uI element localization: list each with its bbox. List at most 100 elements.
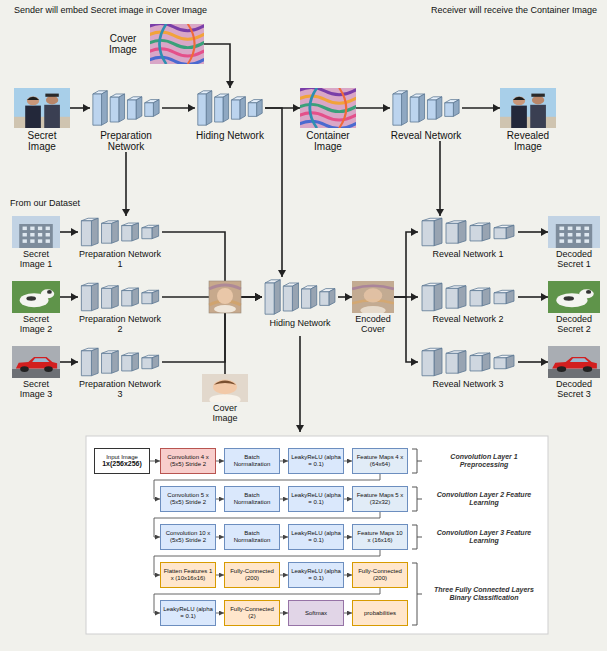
- bracket: [412, 563, 422, 625]
- picture-part: [513, 96, 525, 105]
- picture-part: [30, 227, 34, 231]
- bracket-label: Convolution Layer 3 Feature Learning: [428, 529, 540, 546]
- picture-part: [14, 88, 70, 128]
- image-face: [217, 288, 233, 304]
- thumbnail: [390, 88, 462, 128]
- picture-part: [102, 91, 108, 125]
- thumbnail: [195, 88, 265, 128]
- picture-part: [320, 292, 329, 306]
- layer-box: Input Image1x(256x256): [94, 448, 150, 474]
- picture-part: [300, 121, 356, 128]
- box-content: Convolution 5 x (5x5) Stride 2: [163, 492, 213, 506]
- picture-part: [198, 94, 206, 125]
- picture-part: [292, 283, 298, 311]
- picture-part: [511, 106, 527, 128]
- layer-box: Fully-Connected (2): [224, 600, 280, 626]
- picture-part: [30, 239, 34, 243]
- picture-part: [568, 239, 573, 243]
- connector: [216, 499, 224, 500]
- connector: [344, 613, 352, 614]
- picture-part: [25, 106, 41, 128]
- layer-box: Convolution 5 x (5x5) Stride 2: [160, 486, 216, 512]
- box-text: Batch Normalization: [227, 530, 277, 544]
- network-node: Reveal Network: [390, 88, 462, 141]
- connector: [344, 499, 352, 500]
- picture-part: [274, 280, 280, 314]
- image-ground: [209, 281, 241, 313]
- picture-part: [557, 366, 566, 372]
- box-text: Convolution 10 x (5x5) Stride 2: [163, 530, 213, 544]
- thumbnail: [150, 24, 204, 64]
- thumbnail: [202, 374, 248, 402]
- picture-part: [453, 100, 459, 117]
- flowchart-panel: [86, 436, 548, 634]
- thumbnail: [418, 216, 518, 248]
- picture-part: [458, 221, 466, 243]
- image-node: Revealed Image: [500, 88, 556, 152]
- picture-part: [44, 366, 53, 372]
- picture: [418, 216, 518, 248]
- picture-part: [393, 94, 402, 125]
- picture-part: [231, 100, 239, 119]
- picture-part: [213, 380, 237, 395]
- picture-part: [19, 224, 53, 248]
- picture-part: [584, 227, 589, 231]
- picture-part: [458, 351, 466, 373]
- connector: [518, 361, 548, 363]
- picture-part: [257, 100, 263, 117]
- picture-part: [30, 233, 34, 237]
- picture-part: [531, 94, 544, 97]
- caption: Reveal Network 3: [418, 380, 518, 390]
- picture: [390, 88, 462, 128]
- connector: [280, 499, 288, 500]
- picture: [150, 24, 204, 64]
- picture-part: [150, 49, 204, 56]
- picture-part: [458, 286, 466, 308]
- picture-part: [122, 291, 132, 306]
- picture-part: [311, 286, 317, 308]
- connector: [125, 152, 127, 216]
- network-node: Hiding Network: [262, 277, 338, 329]
- picture-part: [159, 24, 166, 64]
- note-text: Receiver will receive the Container Imag…: [431, 5, 597, 15]
- layer-box: Fully-Connected (200): [224, 562, 280, 588]
- picture-part: [568, 233, 573, 237]
- picture-part: [132, 288, 139, 306]
- picture-part: [532, 96, 544, 105]
- picture-part: [112, 286, 119, 308]
- picture-part: [402, 91, 408, 125]
- picture-part: [102, 223, 112, 243]
- box-text: Fully-Connected (200): [355, 568, 405, 582]
- picture-part: [142, 358, 152, 369]
- picture-part: [548, 216, 600, 248]
- layer-box: LeakyReLU (alpha = 0.1): [160, 600, 216, 626]
- picture-part: [136, 97, 142, 119]
- picture-part: [576, 233, 581, 237]
- layer-box: Batch Normalization: [224, 524, 280, 550]
- bracket-label: Convolution Layer 2 Feature Learning: [428, 491, 540, 508]
- picture: [12, 281, 60, 313]
- thumbnail: [12, 346, 60, 378]
- box-text: LeakyReLU (alpha = 0.1): [291, 454, 341, 468]
- thumbnail: [500, 88, 556, 128]
- picture-part: [93, 94, 102, 125]
- picture-part: [434, 348, 442, 376]
- picture: [12, 216, 60, 248]
- thumbnail: [352, 281, 394, 313]
- picture-part: [570, 358, 589, 362]
- layer-box: probabilities: [352, 600, 408, 626]
- image-node: Cover Image: [100, 24, 204, 64]
- picture-part: [446, 223, 458, 243]
- layer-box: Feature Maps 5 x (32x32): [352, 486, 408, 512]
- picture-part: [91, 218, 98, 246]
- network-node: Preparation Network 3: [78, 346, 162, 400]
- picture: [78, 216, 162, 248]
- connector: [394, 297, 418, 362]
- picture-part: [548, 369, 600, 378]
- box-content: Feature Maps 4 x (64x64): [355, 454, 405, 468]
- connector: [439, 141, 441, 216]
- picture-part: [360, 306, 385, 313]
- picture-part: [152, 355, 159, 368]
- picture-part: [153, 100, 159, 117]
- box-content: Softmax: [291, 610, 341, 617]
